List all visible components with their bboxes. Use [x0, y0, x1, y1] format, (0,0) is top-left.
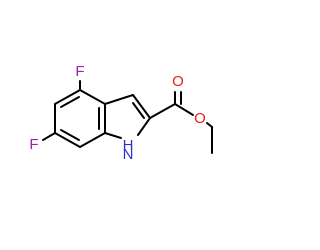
bond-c6-c7 — [54, 132, 81, 148]
fluorine-6-label: F — [29, 136, 38, 153]
molecule-structure: F F H N O O — [29, 63, 213, 163]
bond-c3-c2-inner — [132, 102, 145, 119]
bond-c6-f — [42, 132, 56, 141]
bond-c4-c5 — [54, 89, 81, 105]
bond-c7-c7a — [79, 132, 106, 148]
bond-n1-c7a — [104, 132, 122, 139]
bond-c2-ccarbonyl — [149, 103, 176, 119]
bond-c3a-c3 — [104, 94, 134, 105]
nh-hydrogen-label: H — [123, 137, 134, 154]
bond-c3-c2 — [132, 94, 151, 119]
ester-oxygen-label: O — [194, 110, 206, 127]
fluorine-4-label: F — [75, 63, 84, 80]
bond-layer — [42, 80, 213, 154]
bond-c6-c7-inner — [60, 129, 80, 141]
bond-ccarbonyl-oester — [174, 103, 194, 116]
bond-c2-n1 — [137, 117, 151, 136]
bond-oester-ch2 — [206, 122, 213, 128]
bond-c3a-c4 — [79, 89, 106, 105]
bond-c4-c5-inner — [60, 96, 80, 108]
carbonyl-oxygen-label: O — [172, 73, 184, 90]
nh-nitrogen-label: N — [123, 146, 134, 163]
atom-label-layer: F F H N O O — [29, 63, 205, 163]
